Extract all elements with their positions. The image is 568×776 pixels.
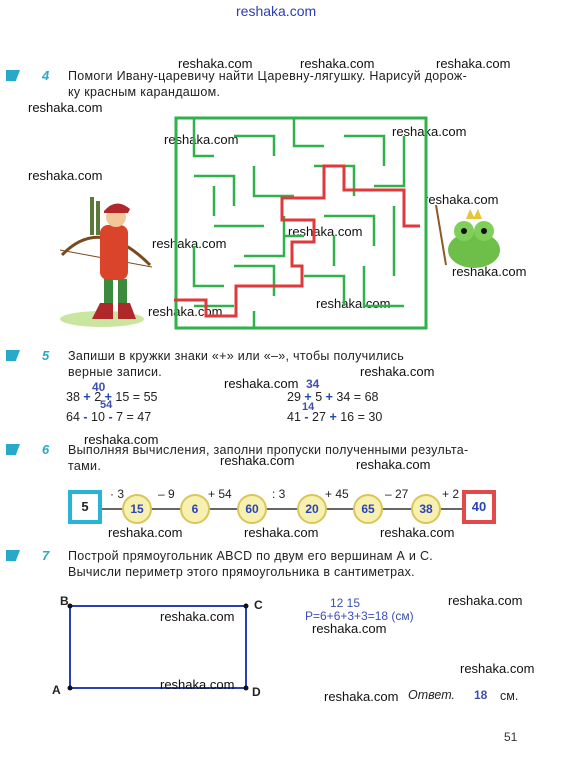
equation-3: 29 + 5 + 34 = 68 <box>287 390 379 404</box>
watermark: reshaka.com <box>392 124 467 139</box>
watermark: reshaka.com <box>28 168 103 183</box>
task-7-number: 7 <box>42 548 50 563</box>
watermark: reshaka.com <box>436 56 511 71</box>
vertex-b-label: B <box>60 594 69 608</box>
answer-unit: см. <box>500 689 519 703</box>
task-4-text: Помоги Ивану-царевичу найти Царевну-лягу… <box>68 68 548 100</box>
page-number: 51 <box>504 730 518 744</box>
task-6-number: 6 <box>42 442 50 457</box>
watermark: reshaka.com <box>356 457 431 472</box>
task-6-marker <box>6 444 20 455</box>
maze-solution-path <box>174 164 420 318</box>
perimeter-work-top: 12 15 <box>330 596 361 610</box>
watermark: reshaka.com <box>460 661 535 676</box>
task-4-line2: ку красным карандашом. <box>68 85 221 99</box>
chain-result-3: 60 <box>237 494 267 524</box>
task-5-line2: верные записи. <box>68 365 163 379</box>
vertex-c-label: C <box>254 598 263 612</box>
task-7-line2: Вычисли периметр этого прямоугольника в … <box>68 565 415 579</box>
chain-op-5: + 45 <box>325 487 349 501</box>
chain-result-2: 6 <box>180 494 210 524</box>
task-5-marker <box>6 350 20 361</box>
watermark: reshaka.com <box>288 224 363 239</box>
watermark: reshaka.com <box>160 609 235 624</box>
eq4-note: 14 <box>302 401 315 413</box>
watermark: reshaka.com <box>448 593 523 608</box>
watermark: reshaka.com <box>380 525 455 540</box>
watermark: reshaka.com <box>164 132 239 147</box>
watermark: reshaka.com <box>360 364 435 379</box>
chain-op-7: + 2 <box>442 487 460 501</box>
maze <box>174 116 428 330</box>
chain-op-2: – 9 <box>158 487 175 501</box>
task-6-text: Выполняя вычисления, заполни пропуски по… <box>68 442 548 474</box>
equation-2: 64 - 10 - 7 = 47 <box>66 410 152 424</box>
chain-op-4: : 3 <box>272 487 286 501</box>
watermark-top: reshaka.com <box>236 3 317 19</box>
task-7-line1: Построй прямоугольник ABCD по двум его в… <box>68 549 434 563</box>
chain-op-1: · 3 <box>110 487 125 501</box>
chain-op-6: – 27 <box>385 487 409 501</box>
watermark: reshaka.com <box>424 192 499 207</box>
watermark: reshaka.com <box>312 621 387 636</box>
watermark: reshaka.com <box>160 677 235 692</box>
eq1-note2: 54 <box>100 399 113 411</box>
task-4-number: 4 <box>42 68 50 83</box>
equation-1: 38 + 2 + 15 = 55 <box>66 390 158 404</box>
ivan-tsarevich-illustration <box>59 197 153 327</box>
watermark: reshaka.com <box>148 304 223 319</box>
eq3-note: 34 <box>306 377 320 391</box>
vertex-d-label: D <box>252 685 261 699</box>
watermark: reshaka.com <box>84 432 159 447</box>
chain-end-box: 40 <box>462 490 496 524</box>
task-4-line1: Помоги Ивану-царевичу найти Царевну-лягу… <box>68 69 468 83</box>
chain-result-6: 38 <box>411 494 441 524</box>
vertex-a-label: A <box>52 683 61 697</box>
watermark: reshaka.com <box>300 56 375 71</box>
chain-result-1: 15 <box>122 494 152 524</box>
task-4-marker <box>6 70 20 81</box>
chain-start-box: 5 <box>68 490 102 524</box>
watermark: reshaka.com <box>28 100 103 115</box>
watermark: reshaka.com <box>220 453 295 468</box>
task-5-number: 5 <box>42 348 50 363</box>
answer-label: Ответ. <box>408 688 455 702</box>
task-7-text: Построй прямоугольник ABCD по двум его в… <box>68 548 548 580</box>
eq1-note: 40 <box>92 380 106 394</box>
chain-result-4: 20 <box>297 494 327 524</box>
equation-4: 41 - 27 + 16 = 30 <box>287 410 383 424</box>
watermark: reshaka.com <box>324 689 399 704</box>
task-5-line1: Запиши в кружки знаки «+» или «–», чтобы… <box>68 349 405 363</box>
chain-result-5: 65 <box>353 494 383 524</box>
watermark: reshaka.com <box>108 525 183 540</box>
task-6-line2: тами. <box>68 459 102 473</box>
watermark: reshaka.com <box>152 236 227 251</box>
chain-op-3: + 54 <box>208 487 232 501</box>
watermark: reshaka.com <box>178 56 253 71</box>
watermark: reshaka.com <box>224 376 299 391</box>
task-7-marker <box>6 550 20 561</box>
task-5-text: Запиши в кружки знаки «+» или «–», чтобы… <box>68 348 548 380</box>
rectangle-abcd <box>67 603 249 691</box>
task-6-line1: Выполняя вычисления, заполни пропуски по… <box>68 443 469 457</box>
perimeter-work: P=6+6+3+3=18 (см) <box>305 609 414 623</box>
watermark: reshaka.com <box>244 525 319 540</box>
frog-princess-illustration <box>435 205 500 268</box>
answer-value: 18 <box>474 688 488 702</box>
